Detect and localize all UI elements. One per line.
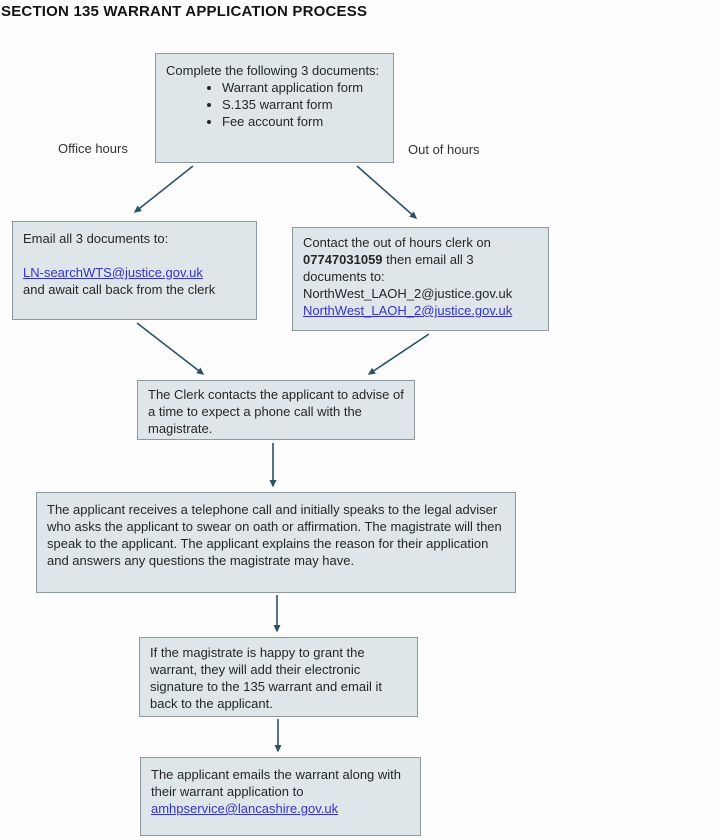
ooh-contact-instructions: Contact the out of hours clerk on 077470… (303, 235, 513, 301)
office-contact-intro: Email all 3 documents to: (23, 231, 169, 246)
office-email-link[interactable]: LN-searchWTS@justice.gov.uk (23, 265, 203, 280)
bullet-warrant-application-form: Warrant application form (222, 79, 383, 96)
bullet-s135-warrant-form: S.135 warrant form (222, 96, 383, 113)
documents-bullet-list: Warrant application form S.135 warrant f… (166, 79, 383, 130)
step-grant-warrant: If the magistrate is happy to grant the … (139, 637, 418, 717)
arrow-top-to-ooh (356, 165, 418, 219)
telephone-call-text: The applicant receives a telephone call … (47, 502, 502, 568)
ooh-email-plain: NorthWest_LAOH_2@justice.gov.uk (303, 286, 513, 301)
step-clerk-contacts: The Clerk contacts the applicant to advi… (137, 380, 415, 440)
ooh-email-link[interactable]: NorthWest_LAOH_2@justice.gov.uk (303, 303, 513, 318)
bullet-fee-account-form: Fee account form (222, 113, 383, 130)
ooh-phone-number: 07747031059 (303, 252, 383, 267)
email-warrant-text: The applicant emails the warrant along w… (151, 767, 402, 816)
out-of-hours-label: Out of hours (408, 142, 480, 157)
page-title: SECTION 135 WARRANT APPLICATION PROCESS (1, 3, 368, 20)
office-hours-label: Office hours (58, 141, 128, 156)
arrow-ooh-to-clerk (367, 333, 430, 375)
step-telephone-call: The applicant receives a telephone call … (36, 492, 516, 593)
amhp-email-link[interactable]: amhpservice@lancashire.gov.uk (151, 801, 339, 816)
arrow-top-to-office (133, 165, 194, 213)
office-contact-followup: and await call back from the clerk (23, 282, 216, 297)
clerk-contacts-text: The Clerk contacts the applicant to advi… (148, 387, 404, 436)
step-email-warrant: The applicant emails the warrant along w… (140, 757, 421, 836)
grant-warrant-text: If the magistrate is happy to grant the … (150, 645, 382, 711)
step-office-hours-contact: Email all 3 documents to: LN-searchWTS@j… (12, 221, 257, 320)
step-complete-documents: Complete the following 3 documents: Warr… (155, 53, 394, 163)
complete-documents-intro: Complete the following 3 documents: (166, 63, 380, 78)
arrow-office-to-clerk (136, 322, 205, 375)
step-out-of-hours-contact: Contact the out of hours clerk on 077470… (292, 227, 549, 331)
